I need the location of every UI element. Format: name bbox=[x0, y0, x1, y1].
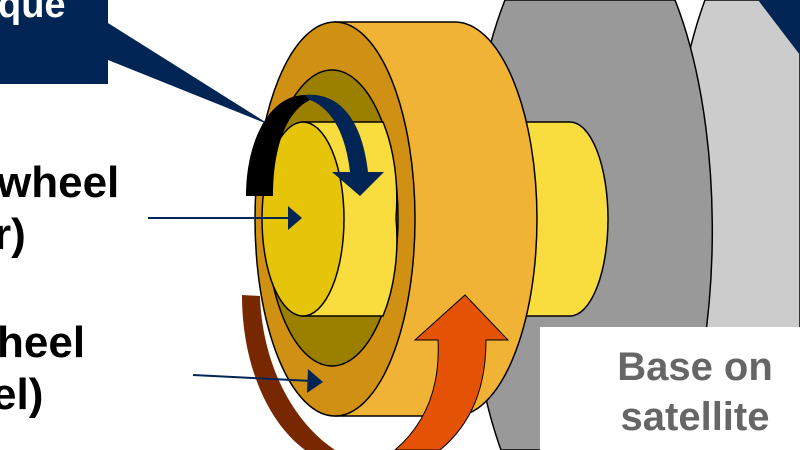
rotor-label-line2: r) bbox=[0, 210, 26, 259]
base-label: Base on satellite bbox=[590, 342, 800, 442]
torque-callout-box bbox=[0, 0, 108, 84]
base-label-line1: Base on bbox=[617, 345, 773, 389]
torque-arrow-navy bbox=[305, 94, 384, 196]
base-label-box bbox=[540, 327, 800, 450]
navy-arrow-top-right bbox=[758, 0, 800, 55]
brown-rotation-arc bbox=[242, 295, 335, 450]
torque-arrow-black bbox=[246, 95, 310, 196]
orange-rotation-arrow bbox=[394, 294, 510, 450]
torque-callout-tail bbox=[100, 18, 270, 125]
wheel-label-line1: heel bbox=[0, 318, 86, 367]
wheel-label-line2: el) bbox=[0, 370, 44, 419]
wheel-pointer-head bbox=[307, 369, 323, 393]
wheel-pointer-line bbox=[192, 374, 313, 382]
rotor-pointer-head bbox=[288, 206, 302, 230]
rotor-label-line1: wheel bbox=[0, 158, 120, 207]
torque-callout-text: que bbox=[0, 0, 66, 26]
base-label-line2: satellite bbox=[620, 395, 770, 439]
